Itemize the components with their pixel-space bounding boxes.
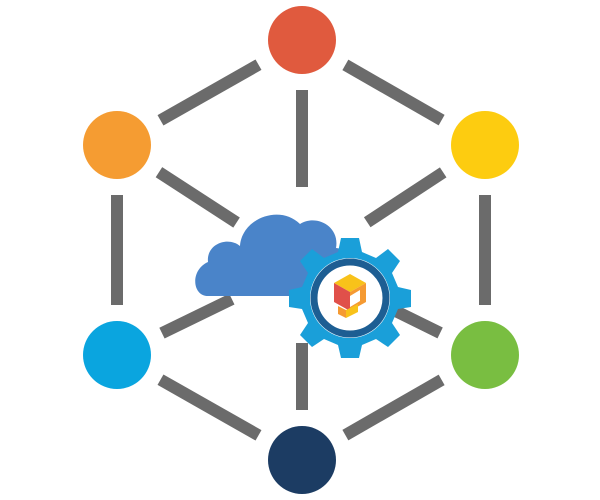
red-node: [268, 6, 336, 74]
yellow-node: [451, 111, 519, 179]
edge-top-upper-left: [157, 59, 262, 126]
edge-upper-right-center: [363, 167, 447, 228]
navy-node: [268, 426, 336, 494]
edge-top-upper-right: [342, 59, 445, 126]
edge-lower-left-center: [159, 293, 235, 339]
edge-lower-left-bottom: [157, 374, 262, 441]
nodes-layer: [83, 6, 519, 494]
cyan-node: [83, 321, 151, 389]
cube-logo-icon: [334, 274, 366, 318]
green-node: [451, 321, 519, 389]
orange-node: [83, 111, 151, 179]
edge-lower-right-bottom: [342, 374, 445, 441]
edges-layer: [111, 59, 491, 441]
center-cluster: [195, 214, 411, 358]
edge-upper-left-center: [155, 167, 240, 228]
